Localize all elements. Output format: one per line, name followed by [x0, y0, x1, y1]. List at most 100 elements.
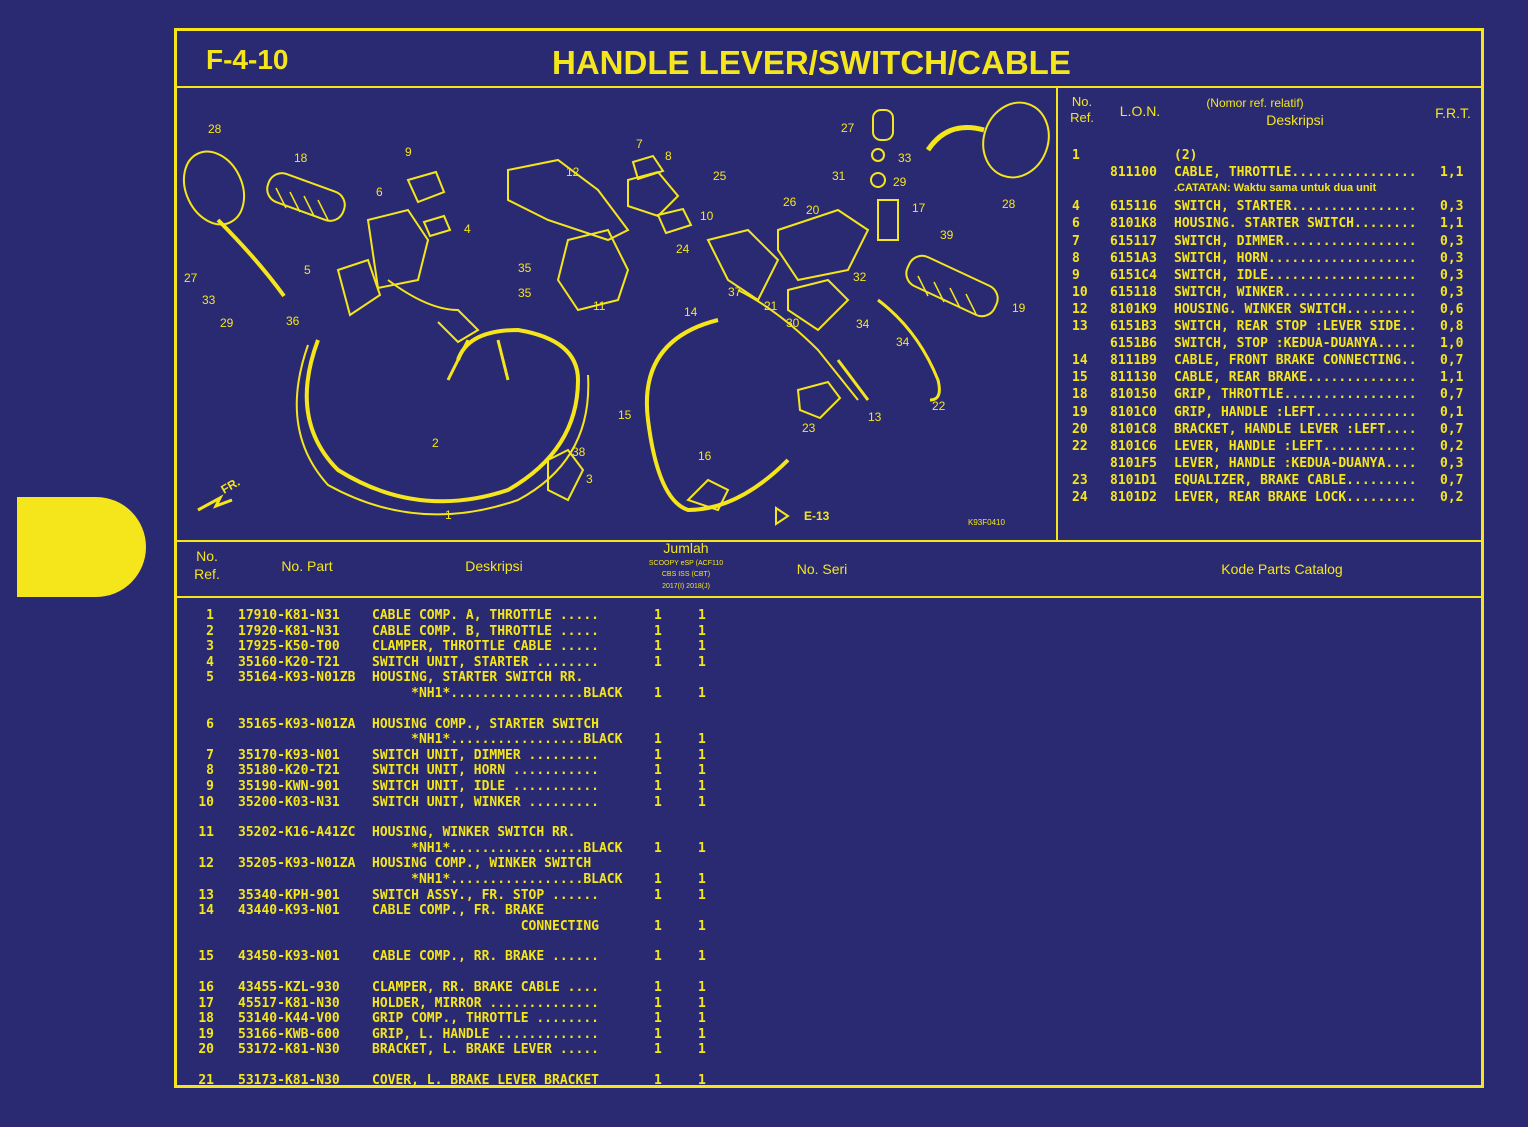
rt-cell-desc: .CATATAN: Waktu sama untuk dua unit [1174, 182, 1377, 194]
diagram-label: 12 [566, 165, 580, 179]
bt-cell-ref: 9 [206, 779, 214, 794]
rt-header-desc-1: (Nomor ref. relatif) [1206, 96, 1304, 110]
bt-cell-q2: 1 [698, 686, 706, 701]
bt-header-qty-sub3: 2017(I) 2018(J) [662, 583, 710, 590]
bt-cell-ref: 19 [198, 1027, 214, 1042]
bt-cell-q1: 1 [654, 779, 662, 794]
diagram-label-front: FR. [219, 475, 243, 497]
bt-header-qty-sub2: CBS ISS (CBT) [661, 571, 711, 578]
rt-cell-desc: CABLE, REAR BRAKE.............. [1174, 370, 1417, 385]
bt-cell-desc: *NH1*.................BLACK [372, 841, 623, 856]
bt-cell-ref: 18 [198, 1011, 214, 1026]
rt-cell-lon: 8101C0 [1110, 405, 1157, 420]
bt-cell-part: 45517-K81-N30 [238, 996, 340, 1011]
bt-cell-q2: 1 [698, 996, 706, 1011]
rt-cell-ref: 13 [1072, 319, 1088, 334]
diagram-label: 3 [586, 472, 593, 486]
rt-cell-frt: 0,7 [1440, 387, 1464, 402]
diagram-label: 29 [893, 175, 907, 189]
diagram-label: 32 [853, 270, 867, 284]
rt-cell-frt: 0,7 [1440, 473, 1464, 488]
bt-cell-q1: 1 [654, 996, 662, 1011]
rt-cell-ref: 4 [1072, 199, 1080, 214]
bt-cell-q2: 1 [698, 1073, 706, 1088]
rt-cell-frt: 0,3 [1440, 234, 1464, 249]
rt-cell-desc: CABLE, THROTTLE................ [1174, 165, 1417, 180]
diagram-label: 31 [832, 169, 846, 183]
diagram-label: 22 [932, 399, 946, 413]
rt-cell-lon: 615117 [1110, 234, 1157, 249]
bt-cell-part: 35340-KPH-901 [238, 888, 340, 903]
rt-cell-lon: 8111B9 [1110, 353, 1157, 368]
rt-cell-lon: 8101K8 [1110, 216, 1157, 231]
rt-cell-desc: BRACKET, HANDLE LEVER :LEFT.... [1174, 422, 1417, 437]
diagram-label: 9 [405, 145, 412, 159]
rt-cell-lon: 6151B6 [1110, 336, 1157, 351]
diagram-label: 35 [518, 261, 532, 275]
rt-cell-ref: 15 [1072, 370, 1088, 385]
diagram-label: 25 [713, 169, 727, 183]
diagram-label: 36 [286, 314, 300, 328]
bt-cell-q2: 1 [698, 841, 706, 856]
diagram-label: 17 [912, 201, 926, 215]
bt-header-qty-sub1: SCOOPY eSP (ACF110 [648, 560, 724, 567]
diagram-label: 1 [445, 508, 452, 522]
bt-cell-q2: 1 [698, 949, 706, 964]
bt-cell-part: 35202-K16-A41ZC [238, 825, 356, 840]
bt-cell-q2: 1 [698, 1027, 706, 1042]
bt-cell-q1: 1 [654, 841, 662, 856]
bt-cell-q1: 1 [654, 888, 662, 903]
page-title: HANDLE LEVER/SWITCH/CABLE [552, 44, 1071, 81]
diagram-label: 26 [783, 195, 797, 209]
rt-cell-lon: 8101F5 [1110, 456, 1157, 471]
diagram-code: K93F0410 [968, 518, 1005, 527]
bt-cell-part: 43455-KZL-930 [238, 980, 340, 995]
rt-cell-desc: GRIP, HANDLE :LEFT............. [1174, 405, 1417, 420]
rt-cell-lon: 6151B3 [1110, 319, 1157, 334]
rt-cell-ref: 20 [1072, 422, 1088, 437]
bt-cell-desc: GRIP COMP., THROTTLE ........ [372, 1011, 599, 1026]
rt-cell-desc: LEVER, HANDLE :KEDUA-DUANYA.... [1174, 456, 1417, 471]
exploded-parts-diagram: 28 18 9 6 4 5 36 27 33 29 2 1 38 3 7 8 1… [182, 101, 1050, 527]
diagram-label: 28 [208, 122, 222, 136]
bt-cell-part: 43440-K93-N01 [238, 903, 340, 918]
bt-cell-ref: 15 [198, 949, 214, 964]
bt-cell-q1: 1 [654, 748, 662, 763]
bt-cell-q2: 1 [698, 624, 706, 639]
bt-cell-desc: CLAMPER, RR. BRAKE CABLE .... [372, 980, 599, 995]
rt-cell-desc: SWITCH, STOP :KEDUA-DUANYA..... [1174, 336, 1417, 351]
bt-cell-part: 53140-K44-V00 [238, 1011, 340, 1026]
rt-cell-frt: 1,1 [1440, 370, 1464, 385]
bt-cell-desc: SWITCH UNIT, DIMMER ......... [372, 748, 599, 763]
bt-header-desc: Deskripsi [465, 558, 523, 574]
rt-cell-lon: 8101D1 [1110, 473, 1157, 488]
diagram-label: 30 [786, 316, 800, 330]
bt-cell-desc: SWITCH UNIT, IDLE ........... [372, 779, 599, 794]
rt-cell-desc: (2) [1174, 148, 1198, 163]
diagram-label: 37 [728, 285, 742, 299]
bt-cell-part: 35160-K20-T21 [238, 655, 340, 670]
bt-cell-q2: 1 [698, 779, 706, 794]
diagram-label: 18 [294, 151, 308, 165]
diagram-label: 13 [868, 410, 882, 424]
bt-cell-ref: 1 [206, 608, 214, 623]
rt-cell-lon: 811130 [1110, 370, 1157, 385]
side-tab-marker[interactable] [17, 497, 146, 597]
bt-cell-q1: 1 [654, 608, 662, 623]
bt-cell-ref: 10 [198, 795, 214, 810]
bt-cell-q1: 1 [654, 639, 662, 654]
bt-header-ref-text: No. Ref. [194, 548, 220, 582]
rt-cell-frt: 0,3 [1440, 456, 1464, 471]
rt-cell-desc: SWITCH, WINKER................. [1174, 285, 1417, 300]
rt-cell-frt: 0,2 [1440, 439, 1464, 454]
diagram-label: 7 [636, 137, 643, 151]
rt-cell-frt: 0,3 [1440, 251, 1464, 266]
bt-cell-desc: *NH1*.................BLACK [372, 872, 623, 887]
diagram-label: 10 [700, 209, 714, 223]
rt-cell-ref: 10 [1072, 285, 1088, 300]
diagram-label: 8 [665, 149, 672, 163]
bt-cell-part: 35164-K93-N01ZB [238, 670, 356, 685]
bt-cell-q2: 1 [698, 608, 706, 623]
rt-cell-frt: 0,1 [1440, 405, 1464, 420]
